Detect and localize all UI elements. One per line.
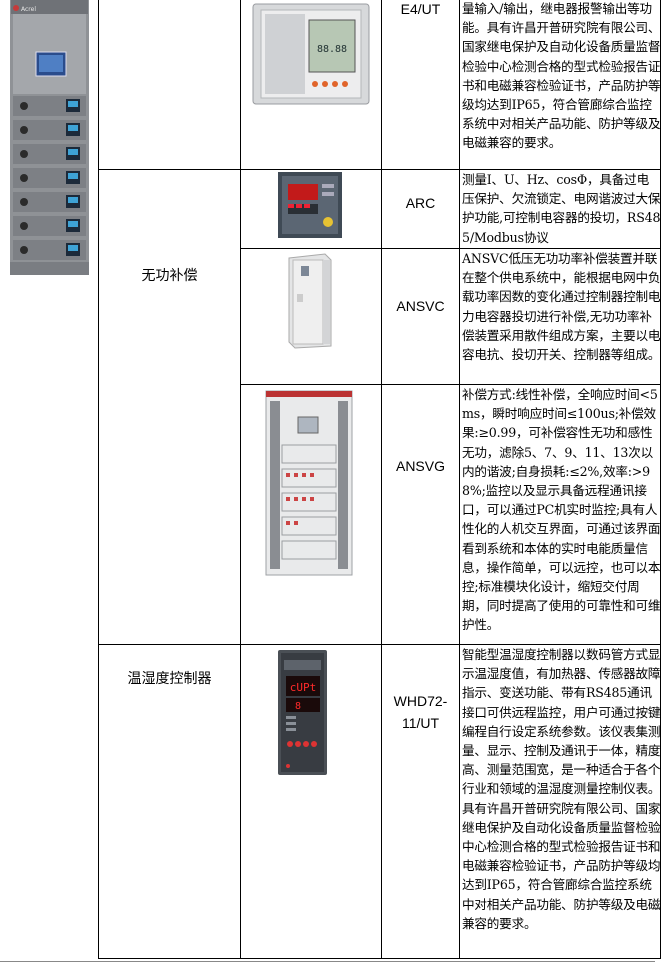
category-reactive-compensation: 无功补偿 [141,268,198,284]
desc-ansvg: 补偿方式:线性补偿，全响应时间<5ms，瞬时响应时间≤100us;补偿效果:≥0… [462,387,661,633]
table-border-bottom [98,958,661,959]
ansvg-cabinet-image [264,389,355,577]
desc-whd72: 智能型温湿度控制器以数码管方式显示温湿度值，有加热器、传感器故障指示、变送功能、… [462,647,661,931]
row-divider-1 [98,169,661,170]
e4-meter-image: 88.88 [251,2,371,106]
row-divider-4 [98,644,661,645]
model-whd72: WHD72-11/UT [393,693,448,731]
switchgear-cabinet-image: Acrel [10,0,89,275]
model-arc: ARC [405,195,436,211]
desc-e4ut: 量输入/输出，继电器报警输出等功能。具有许昌开普研究院有限公司、国家继电保护及自… [462,1,661,151]
category-temp-humidity-controller: 温湿度控制器 [127,671,212,687]
brand-logo-text: Acrel [21,6,36,13]
page-footer-rule [0,961,655,962]
table-divider-desc [459,0,460,958]
model-ansvc: ANSVC [396,298,445,314]
table-divider-model [381,0,382,958]
whd72-display-bottom: 8 [295,701,301,712]
ansvc-cabinet-image [285,252,332,349]
desc-ansvc: ANSVC低压无功功率补偿装置并联在整个供电系统中，能根据电网中负载功率因数的变… [462,251,661,363]
whd72-display-top: cUPt [290,681,317,694]
model-ansvg: ANSVG [395,458,445,474]
desc-arc: 测量I、U、Hz、cosΦ，具备过电压保护、欠流锁定、电网谐波过大保护功能,可控… [462,172,661,245]
table-border-left [98,0,99,958]
model-e4ut: E4/UT [400,1,441,17]
row-divider-2 [240,248,661,249]
arc-controller-image [278,172,342,238]
row-divider-3 [240,384,661,385]
whd72-controller-image: cUPt 8 [278,650,327,775]
table-border-right [660,0,661,958]
e4-meter-display: 88.88 [317,44,347,55]
table-divider-image [240,0,241,958]
